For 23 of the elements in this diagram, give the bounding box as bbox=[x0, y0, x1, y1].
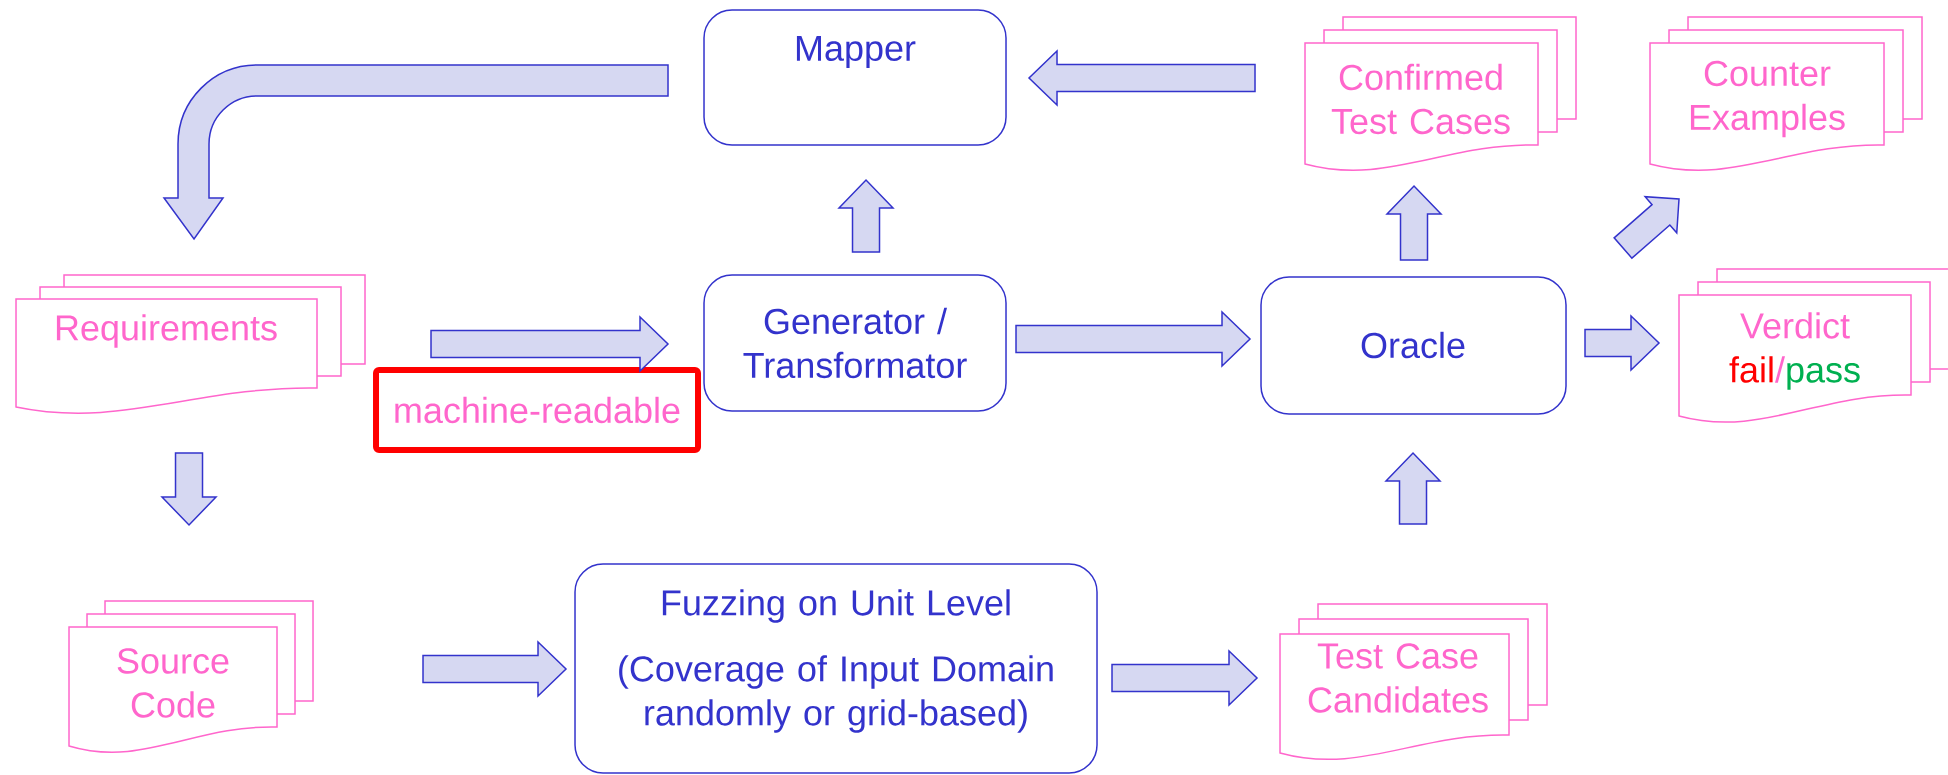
process-box: Fuzzing on Unit Level (Coverage of Input Domain randomly or grid-based) bbox=[574, 563, 1098, 774]
process-box: Mapper bbox=[703, 9, 1007, 146]
document-stack: Requirements bbox=[15, 274, 366, 414]
process-box: Generator / Transformator bbox=[703, 274, 1007, 412]
block-arrow bbox=[1015, 310, 1252, 368]
document-stack: Verdict fail/pass bbox=[1678, 268, 1948, 423]
block-arrow bbox=[163, 64, 669, 240]
node-label: Test Case Candidates bbox=[1308, 643, 1488, 713]
block-arrow bbox=[1027, 49, 1256, 107]
block-arrow bbox=[1384, 451, 1442, 525]
document-stack: Counter Examples bbox=[1649, 16, 1923, 171]
process-box: Oracle bbox=[1260, 276, 1567, 415]
block-arrow bbox=[1584, 314, 1661, 372]
block-arrow bbox=[837, 178, 895, 253]
block-arrow bbox=[1111, 649, 1259, 707]
block-arrow bbox=[422, 640, 568, 698]
highlight-box: machine-readable bbox=[373, 367, 701, 453]
block-arrow bbox=[430, 315, 670, 373]
document-stack: Confirmed Test Cases bbox=[1304, 16, 1577, 171]
document-stack: Test Case Candidates bbox=[1279, 603, 1548, 760]
document-stack: Source Code bbox=[68, 600, 314, 753]
block-arrow bbox=[160, 452, 218, 527]
block-arrow bbox=[1385, 184, 1443, 261]
